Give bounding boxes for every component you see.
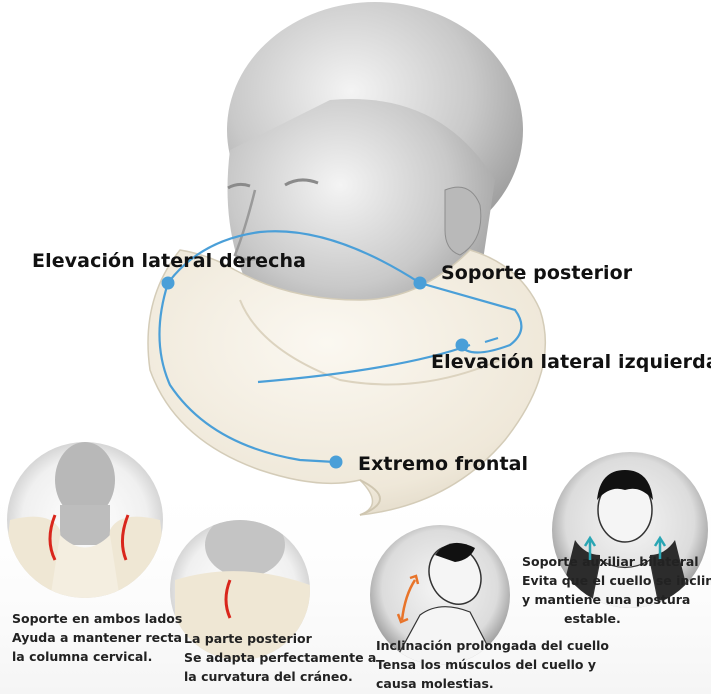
caption-line: Se adapta perfectamente a [184, 650, 377, 665]
caption-bilateral: Soporte auxiliar bilateral Evita que el … [522, 552, 711, 628]
caption-line: la curvatura del cráneo. [184, 669, 353, 684]
caption-line: La parte posterior [184, 631, 312, 646]
caption-line: y mantiene una postura [522, 592, 691, 607]
front-label: Extremo frontal [358, 453, 529, 475]
right-lateral-marker [161, 276, 175, 290]
caption-tilt: Inclinación prolongada del cuello Tensa … [376, 636, 609, 693]
caption-line: Tensa los músculos del cuello y [376, 657, 596, 672]
caption-line: Evita que el cuello se incline [522, 573, 711, 588]
caption-line: Ayuda a mantener recta [12, 630, 182, 645]
posterior-label: Soporte posterior [441, 262, 633, 284]
caption-line: la columna cervical. [12, 649, 153, 664]
left-lateral-label: Elevación lateral izquierda [431, 351, 711, 373]
left-lateral-marker [455, 338, 469, 352]
back-view-illustration [170, 520, 310, 660]
tilted-neck-illustration [370, 525, 510, 665]
support-point-markers [161, 276, 469, 469]
caption-line: Inclinación prolongada del cuello [376, 638, 609, 653]
caption-line: Soporte en ambos lados [12, 611, 183, 626]
caption-line: estable. [564, 611, 621, 626]
neck-pillow [147, 249, 546, 516]
right-lateral-label: Elevación lateral derecha [32, 250, 307, 272]
front-marker [329, 455, 343, 469]
caption-line: causa molestias. [376, 676, 494, 691]
caption-both-sides: Soporte en ambos lados Ayuda a mantener … [12, 609, 182, 666]
posterior-marker [413, 276, 427, 290]
bilateral-support-illustration [552, 452, 708, 608]
caption-line: Soporte auxiliar bilateral [522, 554, 699, 569]
caption-back: La parte posterior Se adapta perfectamen… [184, 629, 376, 686]
